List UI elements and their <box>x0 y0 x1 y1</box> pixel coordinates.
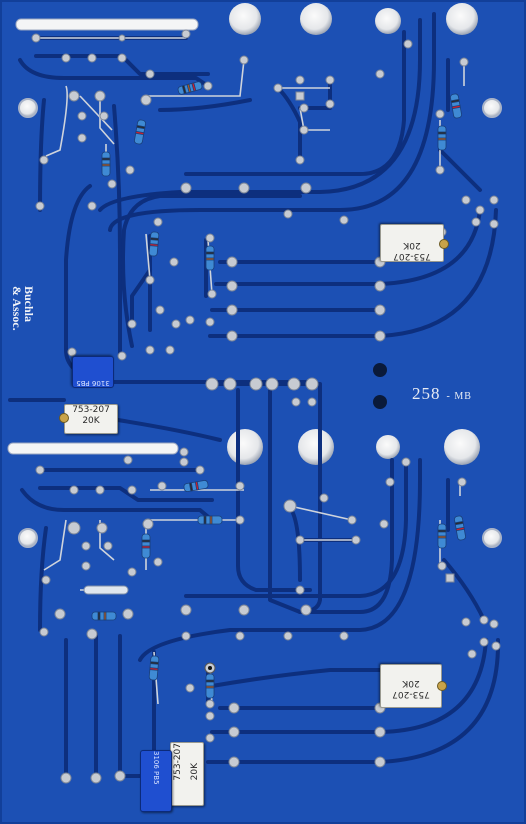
blue-trimpot: 3106 PB5 <box>140 750 172 812</box>
pads <box>31 29 501 784</box>
board-code-suffix: - MB <box>446 391 472 402</box>
brand-line-2: & Assoc. <box>10 286 24 331</box>
trimmer-value: 20K <box>402 678 420 688</box>
trimmer-value: 20K <box>403 240 421 250</box>
slot-top <box>15 18 199 31</box>
trimmer-label: 753-207 <box>393 251 431 261</box>
board-code: 258 - MB <box>412 384 472 404</box>
trimmer-bottom: 753-207 20K <box>380 664 447 708</box>
trimmer-screw-icon <box>439 239 449 249</box>
vias <box>204 91 455 674</box>
cutouts <box>18 3 502 548</box>
resistors <box>91 81 466 699</box>
trimmer-top: 753-207 20K <box>380 224 449 262</box>
slot-bottom <box>7 442 179 455</box>
board-code-number: 258 <box>412 384 441 403</box>
blue-trimpot: 3106 PB5 <box>72 356 114 388</box>
trimmer-label: 753-207 <box>72 405 110 415</box>
diode <box>83 585 129 595</box>
trimpot-label: 3106 PB5 <box>152 751 160 785</box>
trimmer-value: 20K <box>82 416 100 426</box>
trimmer-screw-icon <box>59 413 69 423</box>
trimmer-screw-icon <box>437 681 447 691</box>
trimmer-label: 753-207 <box>392 689 430 699</box>
trimmer-middle: 753-207 20K <box>59 404 118 434</box>
trimmer-value: 20K <box>189 763 200 781</box>
trimpot-label: 3106 PB5 <box>76 379 110 387</box>
brand-logo: Buchla & Assoc. <box>0 286 36 331</box>
trimmer-tall: 753-207 20K <box>170 742 204 806</box>
trimmer-label: 753-207 <box>173 743 184 781</box>
